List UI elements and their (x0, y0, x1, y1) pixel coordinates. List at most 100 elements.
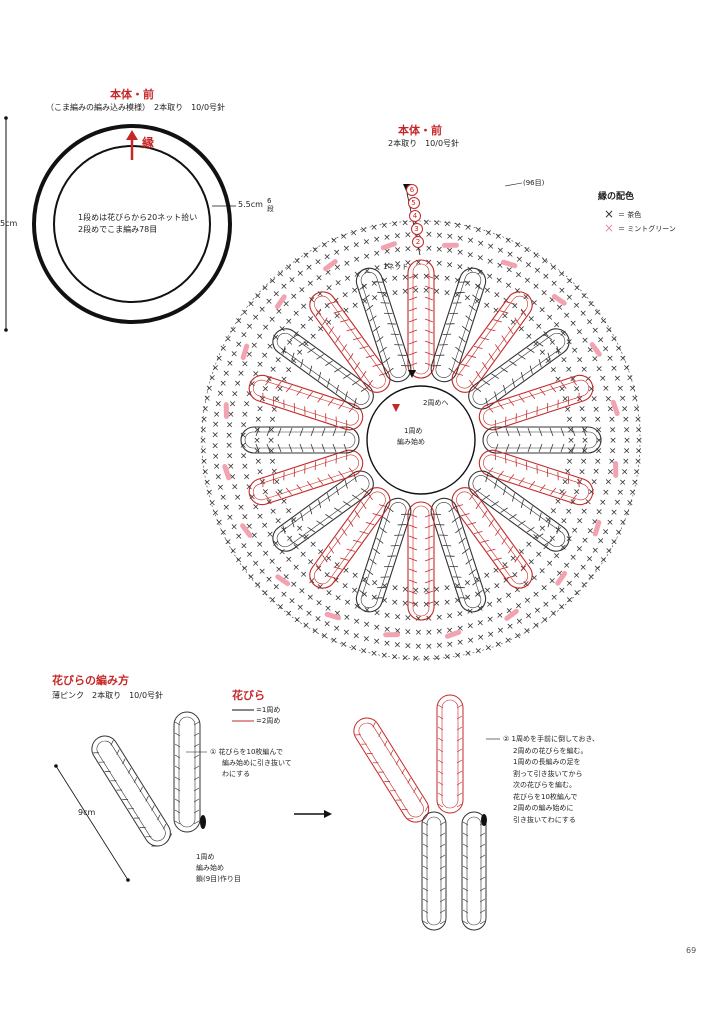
stitch-mark: × (333, 248, 341, 258)
stitch-mark: × (422, 286, 430, 296)
petal (407, 501, 435, 621)
color-mark (445, 629, 462, 639)
color-mark (240, 523, 253, 538)
stitch-mark: × (506, 266, 514, 276)
stitch-mark: × (446, 640, 454, 650)
row-number-4: 4 (409, 210, 421, 222)
stitch-mark: × (523, 627, 531, 637)
stitch-mark: × (402, 585, 410, 595)
stitch-mark: × (467, 250, 475, 260)
stitch-mark: × (569, 319, 577, 329)
stitch-mark: × (307, 279, 315, 289)
stitch-mark: × (595, 508, 603, 518)
petal (478, 449, 594, 506)
stitch-mark: × (595, 446, 603, 456)
legend-symbols: × × (604, 207, 614, 235)
stitch-mark: × (609, 436, 617, 446)
stitch-mark: × (394, 627, 402, 637)
stitch-mark: × (212, 420, 220, 430)
stitch-mark: × (477, 239, 485, 249)
start-line-2: 編み始め (196, 864, 224, 872)
stitch-mark: × (456, 248, 464, 258)
stitch-mark: × (215, 354, 223, 364)
stitch-mark: × (240, 541, 248, 551)
stitch-mark: × (340, 232, 348, 242)
color-mark (323, 259, 338, 272)
svg-text:×: × (604, 221, 614, 235)
stitch-mark: × (363, 237, 371, 247)
stitch-mark: × (206, 384, 214, 394)
stitch-mark: × (581, 426, 589, 436)
stitch-mark: × (550, 506, 558, 516)
stitch-mark: × (433, 219, 441, 229)
stitch-mark: × (565, 365, 573, 375)
stitch-mark: × (280, 526, 288, 536)
stitch-mark: × (343, 259, 351, 269)
petal (248, 449, 364, 506)
stitch-mark: × (404, 642, 412, 652)
stitch-mark: × (573, 301, 581, 311)
stitch-mark: × (590, 477, 598, 487)
stitch-mark: × (213, 410, 221, 420)
stitch-mark: × (317, 548, 325, 558)
stitch-mark: × (464, 579, 472, 589)
stitch-mark: × (307, 593, 315, 603)
stitch-mark: × (456, 234, 464, 244)
stitch-mark: × (602, 488, 610, 498)
stitch-mark: × (433, 599, 441, 609)
stitch-mark: × (550, 263, 558, 273)
stitch-mark: × (274, 356, 282, 366)
stitch-mark: × (262, 323, 270, 333)
stitch-mark: × (554, 497, 562, 507)
stitch-mark: × (487, 242, 495, 252)
petal (355, 267, 412, 383)
stitch-mark: × (271, 405, 279, 415)
stitch-mark: × (606, 354, 614, 364)
stitch-mark: × (282, 299, 290, 309)
stitch-mark: × (510, 318, 518, 328)
stitch-mark: × (592, 467, 600, 477)
stitch-mark: × (436, 641, 444, 651)
stitch-mark: × (261, 351, 269, 361)
stitch-mark: × (446, 260, 454, 270)
start-line-3: 鎖(9目)作り目 (196, 875, 241, 883)
stitch-mark: × (252, 559, 260, 569)
stitch-mark: × (373, 637, 381, 647)
stitch-mark: × (539, 524, 547, 534)
stitch-mark: × (554, 375, 562, 385)
stitch-mark: × (485, 229, 493, 239)
step2-line: 2周めの花びらを編む。 (513, 746, 588, 755)
stitch-mark: × (241, 360, 249, 370)
stitch-mark: × (240, 331, 248, 341)
stitch-mark: × (474, 590, 482, 600)
stitch-mark: × (383, 625, 391, 635)
stitch-mark: × (605, 394, 613, 404)
stitch-mark: × (290, 516, 298, 526)
stitch-mark: × (237, 503, 245, 513)
stitch-mark: × (370, 649, 378, 659)
stitch-mark: × (474, 282, 482, 292)
stitch-mark: × (316, 289, 324, 299)
stitch-mark: × (241, 410, 249, 420)
stitch-mark: × (602, 384, 610, 394)
stitch-mark: × (541, 615, 549, 625)
stitch-mark: × (560, 517, 568, 527)
stitch-mark: × (340, 640, 348, 650)
stitch-mark: × (402, 287, 410, 297)
stitch-mark: × (626, 374, 634, 384)
stitch-mark: × (505, 281, 513, 291)
stitch-mark: × (363, 606, 371, 616)
stitch-mark: × (296, 348, 304, 358)
stitch-mark: × (502, 576, 510, 586)
petal (355, 497, 412, 613)
petal (309, 487, 391, 589)
stitch-mark: × (591, 517, 599, 527)
petal (430, 267, 487, 383)
stitch-mark: × (623, 426, 631, 436)
edge-stitch-rings: ××××××××××××××××××××××××××××××××××××××××… (199, 218, 643, 664)
stitch-mark: × (587, 345, 595, 355)
stitch-mark: × (246, 550, 254, 560)
stitch-mark: × (436, 245, 444, 255)
stitch-mark: × (456, 624, 464, 634)
stitch-mark: × (550, 279, 558, 289)
